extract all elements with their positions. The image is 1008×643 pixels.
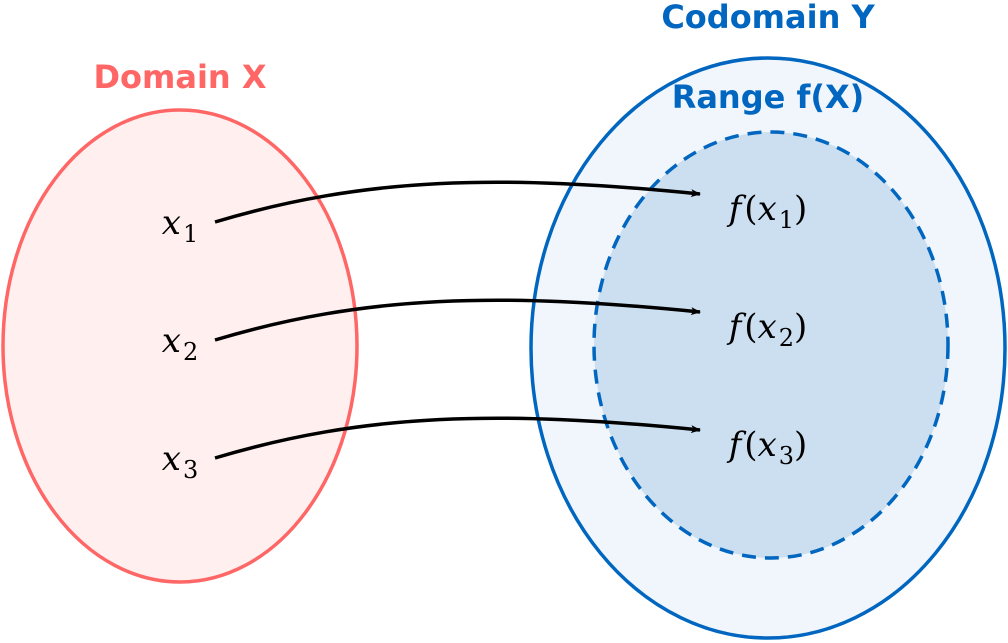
mapping-arrow-3 [214, 416, 701, 460]
element-variable: x [758, 307, 777, 347]
element-subscript: 2 [779, 324, 794, 352]
range-element-f-x1: f(x1) [726, 189, 808, 234]
range-set [592, 130, 950, 560]
mapping-arrows [214, 180, 701, 460]
range-elements: f(x1) f(x2) f(x3) [726, 189, 808, 470]
mapping-arrow-1 [214, 180, 701, 224]
element-subscript: 3 [779, 442, 794, 470]
domain-set [1, 108, 359, 584]
range-element-f-x2: f(x2) [726, 307, 808, 352]
element-subscript: 3 [183, 456, 198, 484]
range-element-f-x3: f(x3) [726, 425, 808, 470]
element-subscript: 1 [183, 220, 198, 248]
element-variable: x [162, 203, 181, 243]
open-paren: ( [744, 425, 757, 465]
open-paren: ( [744, 307, 757, 347]
domain-element-x2: x2 [162, 321, 198, 366]
close-paren: ) [794, 307, 807, 347]
domain-element-x1: x1 [162, 203, 198, 248]
close-paren: ) [794, 425, 807, 465]
domain-element-x3: x3 [162, 439, 198, 484]
element-variable: x [758, 425, 777, 465]
range-label: Range f(X) [672, 78, 865, 116]
close-paren: ) [794, 189, 807, 229]
open-paren: ( [744, 189, 757, 229]
codomain-label: Codomain Y [661, 0, 875, 36]
element-subscript: 1 [779, 206, 794, 234]
mapping-arrow-2 [214, 298, 701, 342]
element-variable: x [162, 439, 181, 479]
element-variable: x [758, 189, 777, 229]
domain-label: Domain X [93, 58, 266, 96]
element-variable: x [162, 321, 181, 361]
element-subscript: 2 [183, 338, 198, 366]
